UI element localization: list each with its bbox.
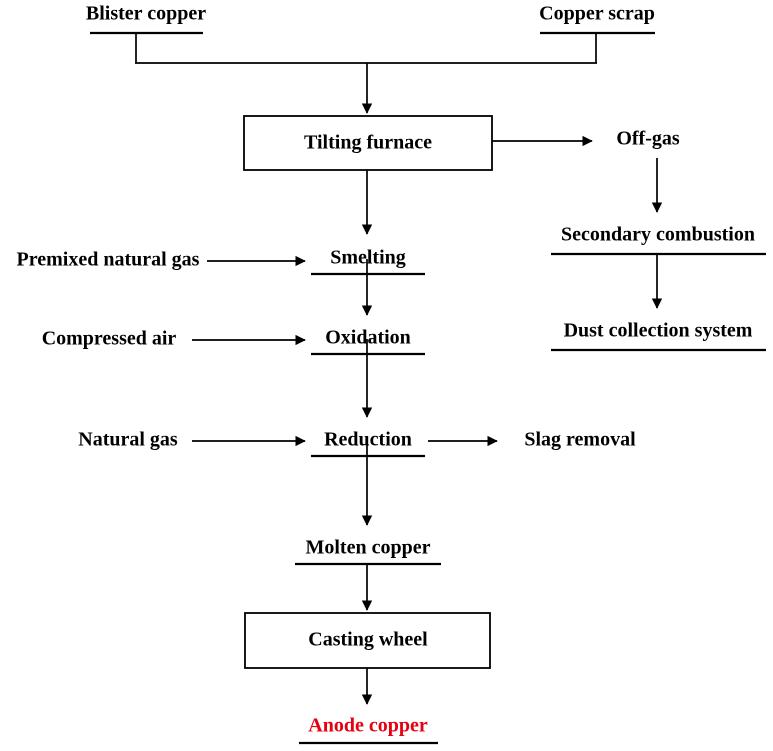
smelting-label: Smelting xyxy=(330,247,406,269)
compressed-air-label: Compressed air xyxy=(42,328,177,350)
tilting-furnace-label: Tilting furnace xyxy=(304,132,432,154)
node-casting-wheel[interactable]: Casting wheel xyxy=(244,612,491,669)
node-molten-copper: Molten copper xyxy=(295,537,441,566)
molten-copper-label: Molten copper xyxy=(306,537,431,559)
secondary-combustion-label: Secondary combustion xyxy=(561,224,755,246)
tilting-furnace-box[interactable] xyxy=(243,115,493,171)
node-reduction: Reduction xyxy=(311,429,425,458)
node-smelting: Smelting xyxy=(311,247,425,276)
node-secondary-combustion: Secondary combustion xyxy=(551,224,766,256)
blister-copper-label: Blister copper xyxy=(86,3,206,25)
node-copper-scrap: Copper scrap xyxy=(539,3,655,35)
slag-removal-label: Slag removal xyxy=(524,429,636,451)
casting-wheel-box[interactable] xyxy=(244,612,491,669)
node-dust-collection-system: Dust collection system xyxy=(551,320,766,352)
node-off-gas: Off-gas xyxy=(616,128,680,150)
dust-collection-system-label: Dust collection system xyxy=(564,320,753,342)
node-blister-copper: Blister copper xyxy=(86,3,206,35)
natural-gas-label: Natural gas xyxy=(78,429,178,451)
anode-copper-label: Anode copper xyxy=(308,715,428,737)
node-oxidation: Oxidation xyxy=(311,327,425,356)
off-gas-label: Off-gas xyxy=(616,128,680,150)
premixed-natural-gas-label: Premixed natural gas xyxy=(17,249,200,271)
reduction-label: Reduction xyxy=(324,429,412,451)
casting-wheel-label: Casting wheel xyxy=(308,629,428,651)
oxidation-label: Oxidation xyxy=(325,327,411,349)
node-tilting-furnace[interactable]: Tilting furnace xyxy=(243,115,493,171)
node-anode-copper: Anode copper xyxy=(299,715,438,745)
copper-scrap-label: Copper scrap xyxy=(539,3,655,25)
